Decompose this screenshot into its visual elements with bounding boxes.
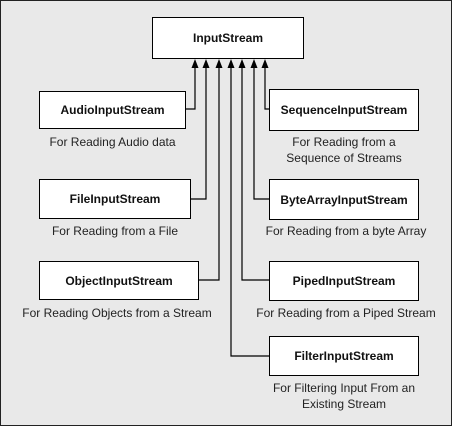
sequenceinputstream-box: SequenceInputStream [269, 89, 419, 131]
sequenceinputstream-caption: For Reading from a Sequence of Streams [256, 134, 432, 166]
bytearrayinputstream-box: ByteArrayInputStream [269, 179, 419, 220]
fileinputstream-caption: For Reading from a File [15, 223, 215, 239]
pipedinputstream-box: PipedInputStream [269, 261, 419, 301]
arrowhead-filter [227, 59, 235, 68]
inputstream-box: InputStream [152, 17, 304, 59]
caption-line: Sequence of Streams [286, 151, 402, 165]
connector-file [191, 67, 207, 200]
filterinputstream-caption: For Filtering Input From an Existing Str… [258, 380, 430, 412]
arrowhead-piped [238, 59, 246, 68]
arrowhead-audio [191, 59, 199, 68]
connector-filter [230, 67, 269, 357]
connector-sequence [264, 67, 269, 110]
inputstream-label: InputStream [192, 31, 263, 45]
connector-bytearray [253, 67, 269, 200]
fileinputstream-box: FileInputStream [39, 179, 191, 219]
filterinputstream-box: FilterInputStream [269, 336, 419, 376]
fileinputstream-label: FileInputStream [69, 192, 161, 206]
bytearrayinputstream-label: ByteArrayInputStream [280, 192, 408, 207]
connector-object [199, 67, 220, 281]
bytearrayinputstream-caption: For Reading from a byte Array [251, 223, 441, 239]
pipedinputstream-caption: For Reading from a Piped Stream [245, 305, 447, 321]
sequenceinputstream-label: SequenceInputStream [280, 103, 408, 117]
arrowhead-sequence [261, 59, 269, 68]
audioinputstream-label: AudioInputStream [60, 103, 165, 117]
caption-line: For Reading Audio data [49, 135, 176, 149]
arrowhead-object [215, 59, 223, 68]
caption-line: For Reading from a Piped Stream [256, 306, 436, 320]
caption-line: For Filtering Input From an [272, 381, 416, 395]
caption-line: For Reading Objects from a Stream [22, 306, 212, 320]
caption-line: For Reading from a File [51, 224, 179, 238]
caption-line: For Reading from a [292, 135, 396, 149]
caption-line: Existing Stream [301, 397, 387, 411]
objectinputstream-label: ObjectInputStream [65, 273, 173, 288]
arrowhead-bytearray [250, 59, 258, 68]
arrowhead-file [202, 59, 210, 68]
audioinputstream-caption: For Reading Audio data [11, 134, 214, 150]
objectinputstream-box: ObjectInputStream [39, 261, 199, 300]
objectinputstream-caption: For Reading Objects from a Stream [5, 305, 229, 321]
connector-audio [186, 67, 196, 110]
connector-piped [241, 67, 269, 281]
filterinputstream-label: FilterInputStream [294, 349, 394, 363]
caption-line: For Reading from a byte Array [265, 224, 427, 238]
audioinputstream-box: AudioInputStream [39, 91, 186, 129]
pipedinputstream-label: PipedInputStream [292, 274, 396, 288]
